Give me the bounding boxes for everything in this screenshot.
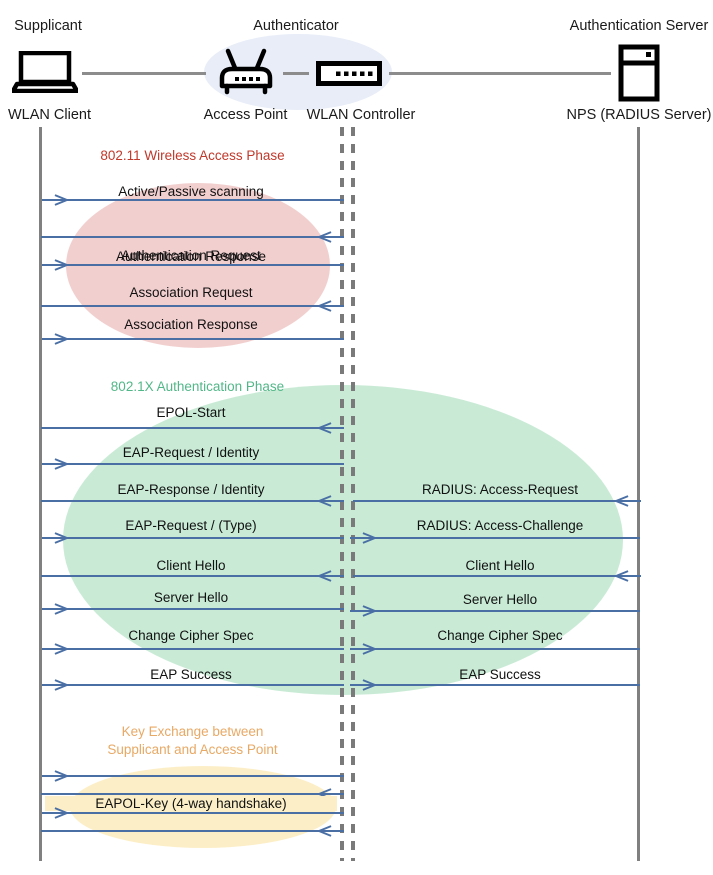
message-arrow: [353, 569, 641, 583]
access-point-icon: [215, 48, 277, 96]
server-icon: [618, 44, 660, 102]
message-arrow: [350, 531, 640, 545]
message-arrow: [41, 787, 344, 801]
lifeline-supplicant: [39, 127, 42, 861]
role-title-auth-server: Authentication Server: [569, 18, 709, 34]
message-arrow: [350, 678, 640, 692]
device-label-wlan-client: WLAN Client: [8, 107, 91, 123]
message-label: RADIUS: Access-Request: [421, 482, 579, 497]
laptop-icon: [12, 51, 78, 93]
lifeline-wlan-controller: [351, 127, 355, 861]
message-label: EAP-Request / (Type): [125, 518, 257, 533]
message-label: EAP-Response / Identity: [117, 482, 265, 497]
lifeline-auth-server: [637, 127, 640, 861]
message-arrow: [41, 569, 344, 583]
message-label: Association Request: [129, 285, 253, 300]
message-label: EAP-Request / Identity: [122, 445, 260, 460]
role-title-authenticator: Authenticator: [253, 18, 339, 34]
message-arrow: [42, 678, 344, 692]
message-arrow: [41, 421, 344, 435]
phase-label-3-line-1: Key Exchange between: [121, 724, 264, 739]
lifeline-access-point: [340, 127, 344, 861]
device-label-wlan-controller: WLAN Controller: [306, 107, 416, 123]
message-arrow: [42, 531, 344, 545]
message-arrow: [42, 258, 344, 272]
message-label: Association Response: [124, 317, 258, 332]
phase-label-2: 802.1X Authentication Phase: [110, 379, 285, 394]
message-arrow: [42, 332, 344, 346]
message-label: Authentication Request: [121, 248, 261, 263]
message-label: Client Hello: [465, 558, 535, 573]
message-arrow: [42, 457, 344, 471]
message-arrow: [42, 642, 344, 656]
message-label: Change Cipher Spec: [128, 628, 254, 643]
message-label: Change Cipher Spec: [437, 628, 563, 643]
message-arrow: [41, 230, 344, 244]
message-arrow: [41, 494, 344, 508]
message-label: Server Hello: [462, 592, 538, 607]
message-label: EAPOL-Key (4-way handshake): [45, 796, 337, 811]
role-title-supplicant: Supplicant: [14, 18, 82, 34]
device-label-nps-radius-server: NPS (RADIUS Server): [566, 107, 712, 123]
message-arrow: [353, 494, 641, 508]
message-label: RADIUS: Access-Challenge: [416, 518, 584, 533]
phase-label-1: 802.11 Wireless Access Phase: [100, 148, 285, 163]
message-arrow: [42, 602, 344, 616]
message-label: EAP Success: [459, 667, 541, 682]
phase-label-3-line-2: Supplicant and Access Point: [107, 742, 278, 757]
message-arrow: [42, 769, 344, 783]
message-arrow: [350, 642, 640, 656]
wire-ap-to-controller: [283, 72, 309, 75]
message-label: Active/Passive scanning: [118, 184, 264, 199]
message-label: Client Hello: [156, 558, 226, 573]
message-label: EPOL-Start: [156, 405, 226, 420]
message-label: Authentication Response: [115, 249, 267, 264]
message-label: EAP Success: [150, 667, 232, 682]
wlan-controller-icon: [316, 61, 382, 86]
device-label-access-point: Access Point: [203, 107, 288, 123]
message-arrow: [41, 299, 344, 313]
message-arrow: [41, 824, 344, 838]
wire-client-to-ap: [82, 72, 206, 75]
wire-controller-to-server: [389, 72, 611, 75]
message-label: Server Hello: [153, 590, 229, 605]
message-arrow: [350, 604, 640, 618]
message-arrow: [42, 193, 344, 207]
message-arrow: [42, 806, 344, 820]
